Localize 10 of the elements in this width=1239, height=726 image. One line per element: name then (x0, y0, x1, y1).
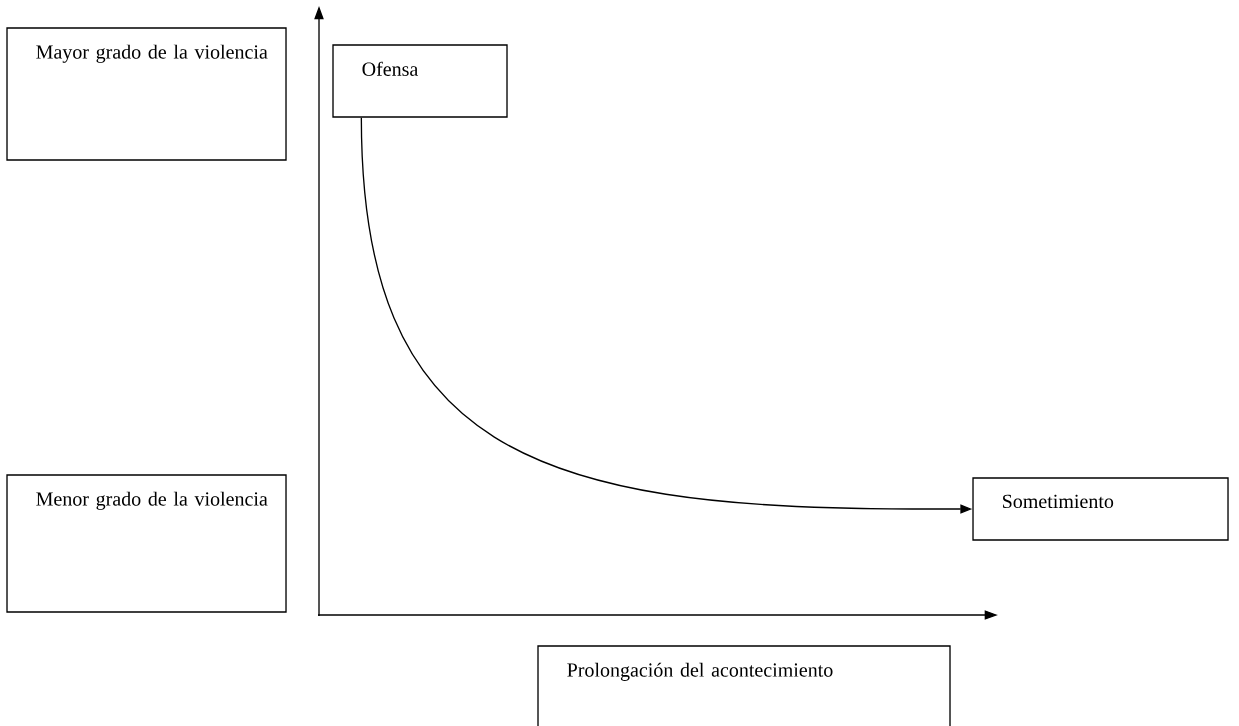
text-box (537, 645, 951, 726)
text-box (972, 477, 1229, 541)
text-box (6, 27, 287, 161)
box-label: Ofensa (362, 61, 419, 76)
box-label: Mayor grado de la violencia (36, 44, 268, 63)
text-box (6, 474, 287, 613)
text-box (332, 44, 508, 118)
box-label: Menor grado de la violencia (36, 491, 268, 510)
box-label: Prolongación del acontecimiento (567, 662, 833, 681)
box-label: Sometimiento (1003, 494, 1114, 509)
